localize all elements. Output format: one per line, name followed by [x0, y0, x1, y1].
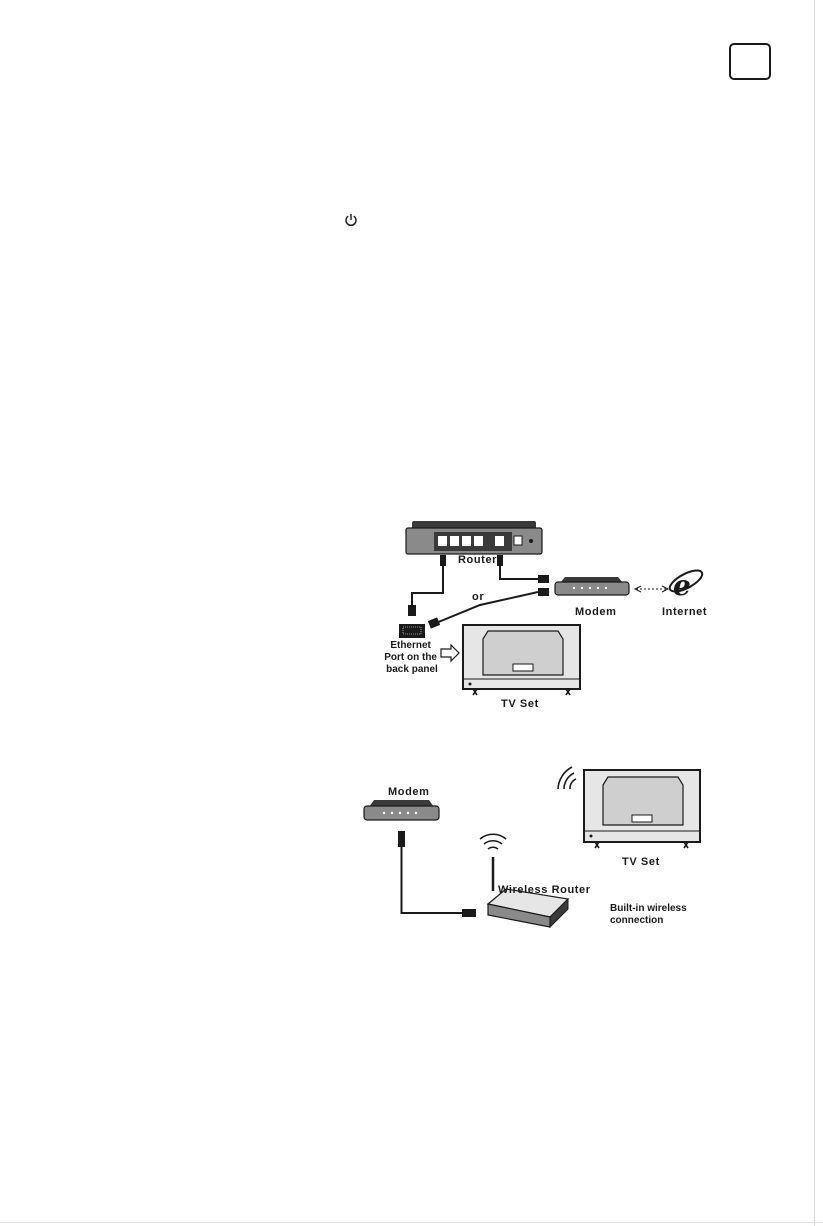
tv-set-back-wireless — [584, 770, 700, 848]
tv-set-back — [463, 625, 580, 695]
modem-device-wireless — [364, 800, 439, 820]
modem-label: Modem — [575, 606, 617, 618]
wireless-router-label: Wireless Router — [498, 884, 591, 896]
ethernet-port-label: Ethernet Port on the back panel — [384, 640, 440, 675]
tv-set-label-wireless: TV Set — [622, 856, 660, 868]
bottom-edge — [0, 1222, 823, 1223]
arrow-right-icon — [441, 645, 459, 661]
wireless-router-device — [480, 834, 568, 927]
wifi-signal-icon — [558, 767, 576, 789]
modem-tv-cable — [428, 588, 549, 629]
svg-text:e: e — [673, 569, 691, 602]
language-badge — [729, 43, 771, 80]
modem-device — [555, 577, 629, 595]
internet-explorer-logo-icon: e — [667, 566, 705, 602]
wireless-connection-diagram: Modem Wireless Router — [360, 765, 710, 930]
router-modem-cable — [497, 555, 549, 583]
router-label: Router — [458, 554, 497, 566]
wired-connection-diagram: Router or Modem e Internet — [360, 515, 710, 715]
router-tv-cable — [408, 555, 446, 616]
modem-label-wireless: Modem — [388, 786, 430, 798]
internet-label: Internet — [662, 606, 707, 618]
modem-router-cable — [398, 831, 476, 917]
ethernet-port-icon — [399, 624, 425, 638]
tv-set-label: TV Set — [501, 698, 539, 710]
power-icon — [344, 213, 358, 227]
router-device — [406, 521, 542, 554]
page-edge — [814, 0, 815, 1226]
or-label: or — [472, 591, 484, 603]
builtin-wireless-label: Built-in wireless connection — [610, 903, 689, 926]
